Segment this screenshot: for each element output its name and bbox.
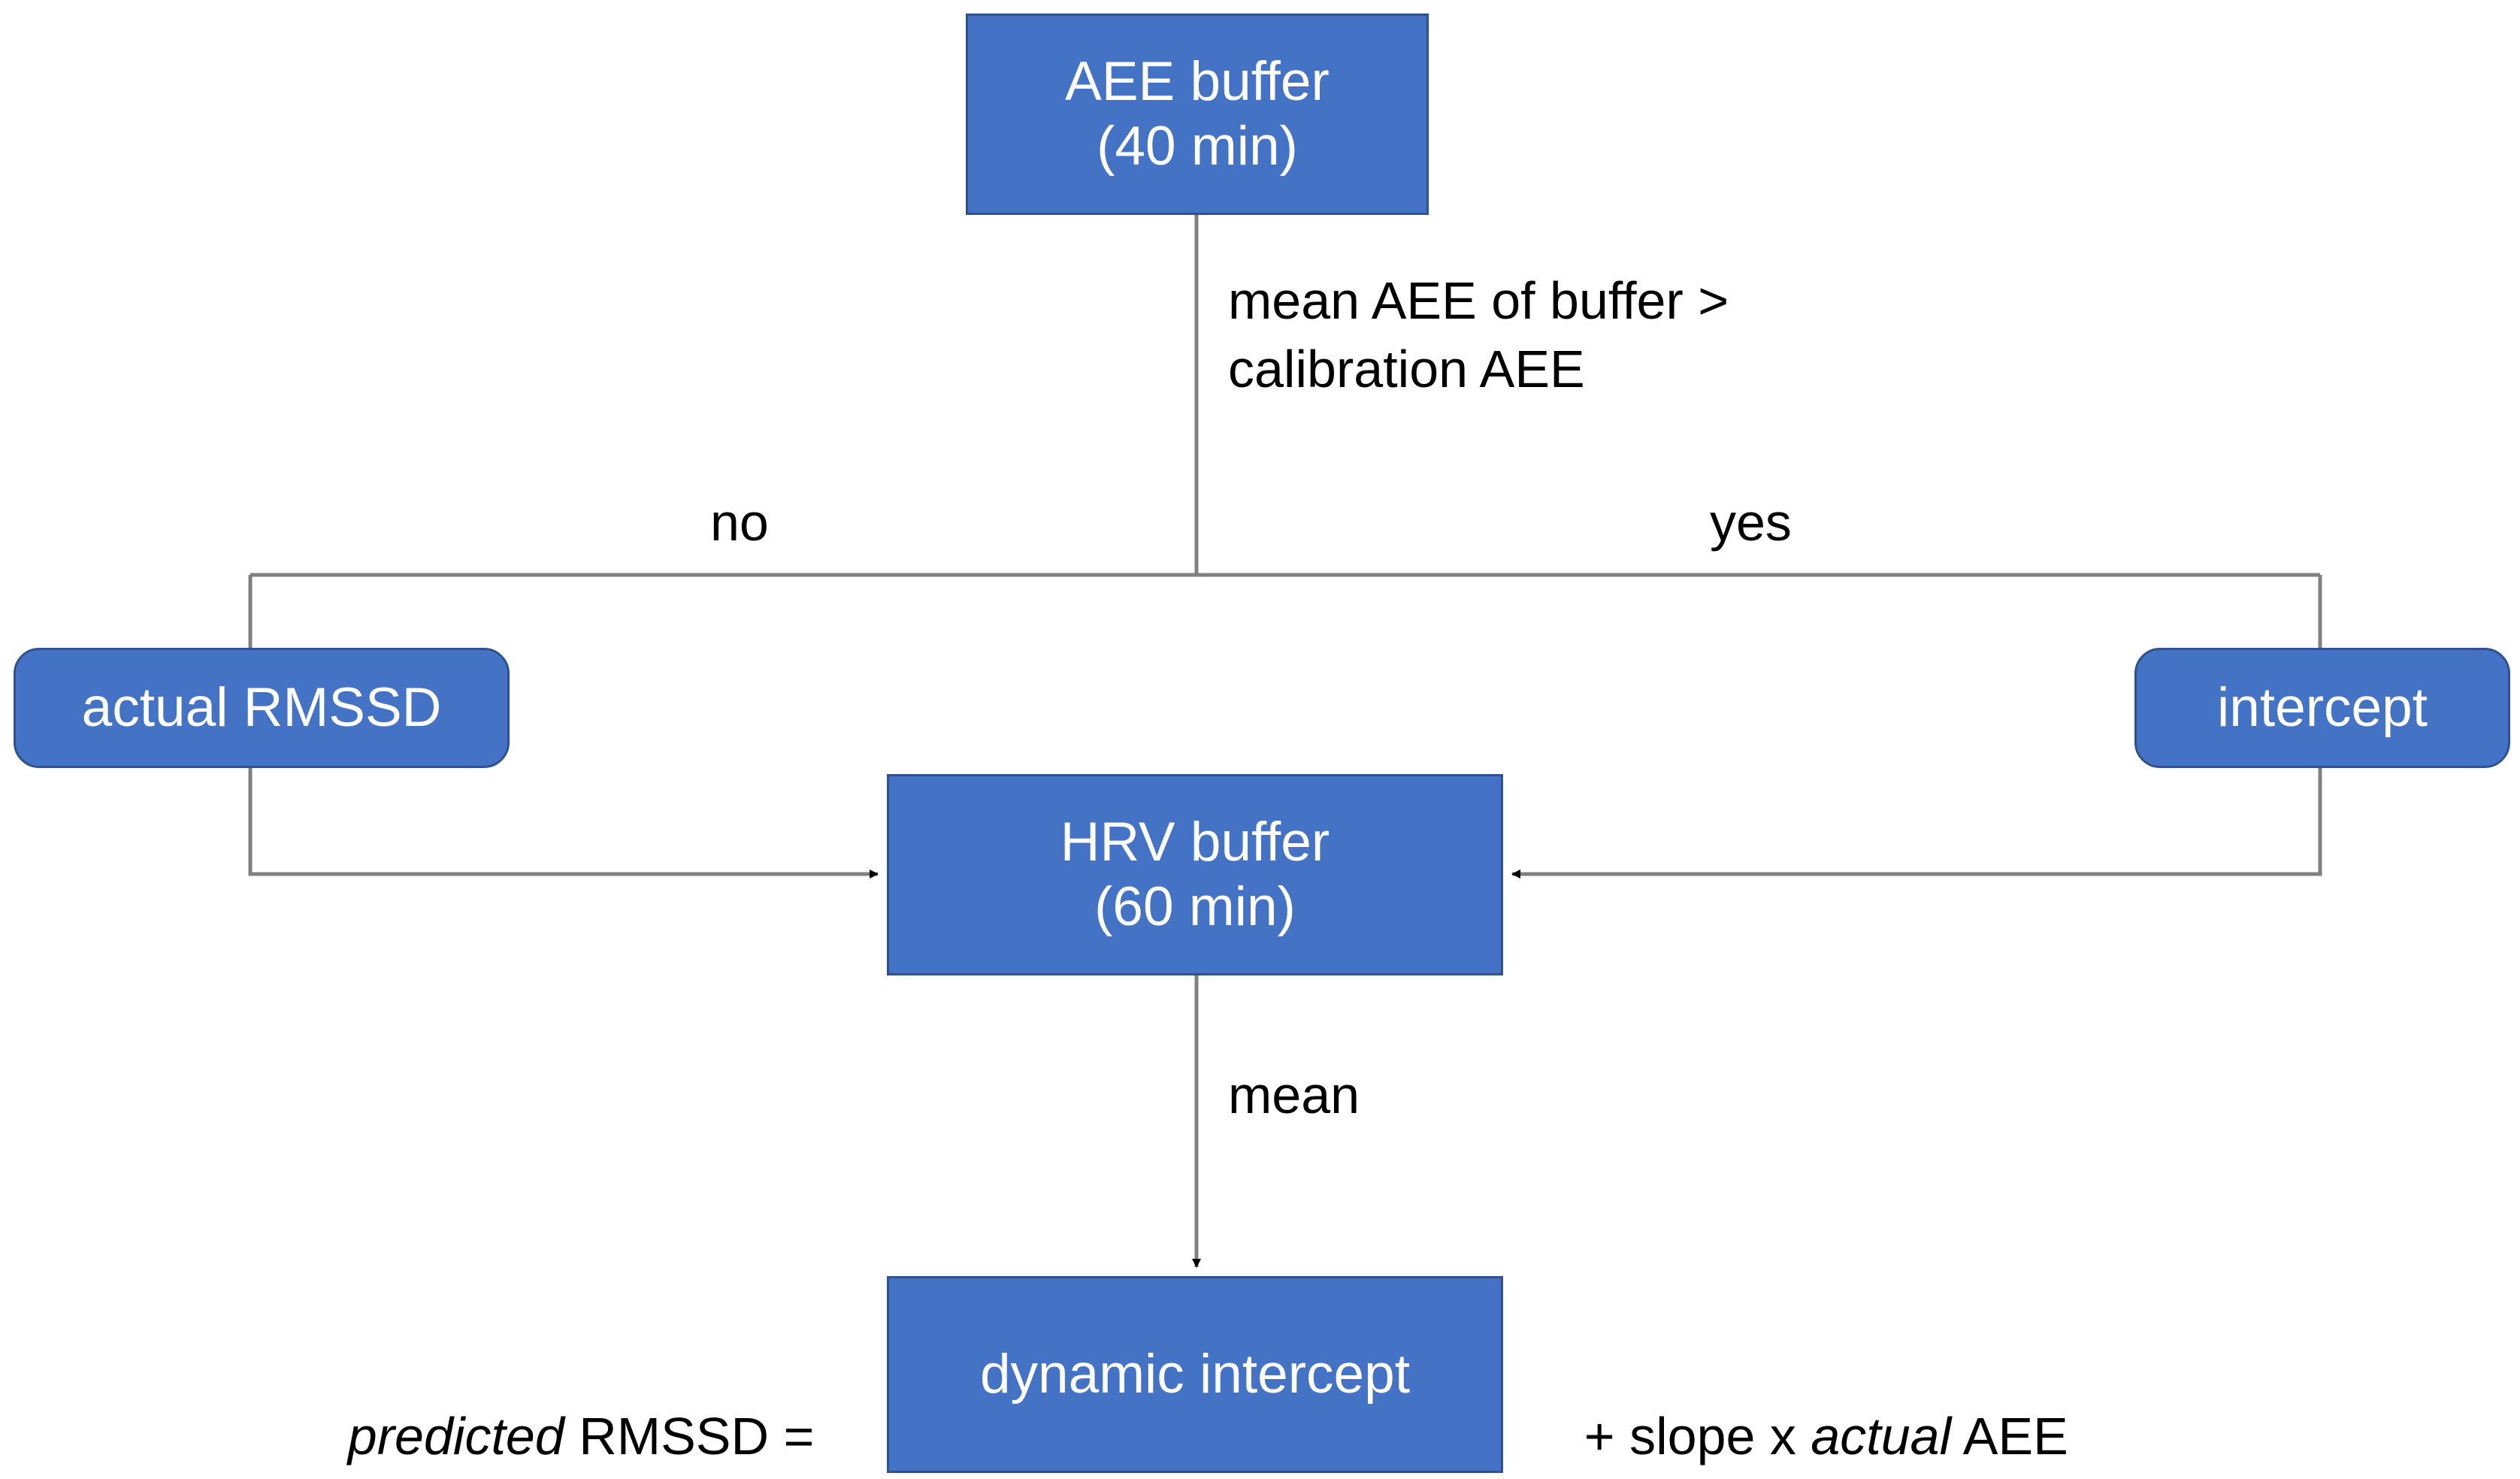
edge-label-mean: mean	[1228, 1066, 1360, 1124]
node-aee-buffer-line1: AEE buffer	[1065, 50, 1330, 112]
edge-label-yes: yes	[1710, 493, 1792, 552]
edge-label-no: no	[710, 493, 769, 552]
node-actual-rmssd-label: actual RMSSD	[81, 676, 442, 738]
node-intercept[interactable]: intercept	[2134, 648, 2510, 768]
node-intercept-label: intercept	[2217, 676, 2428, 738]
node-aee-buffer[interactable]: AEE buffer (40 min)	[966, 14, 1429, 215]
formula-left-text: predicted RMSSD =	[289, 1334, 815, 1479]
node-hrv-buffer[interactable]: HRV buffer (60 min)	[887, 774, 1503, 975]
node-actual-rmssd[interactable]: actual RMSSD	[14, 648, 510, 768]
formula-right-text: + slope x actual AEE	[1526, 1334, 2068, 1479]
formula-actual-word: actual	[1811, 1407, 1952, 1465]
node-dynamic-intercept[interactable]: dynamic intercept	[887, 1276, 1503, 1473]
formula-rmssd-equals: RMSSD =	[564, 1407, 815, 1465]
edge-label-condition: mean AEE of buffer > calibration AEE	[1228, 271, 1729, 398]
node-aee-buffer-line2: (40 min)	[1097, 116, 1298, 177]
formula-aee-word: AEE	[1951, 1407, 2068, 1465]
formula-predicted-word: predicted	[347, 1407, 564, 1465]
formula-plus-slope-x: + slope x	[1584, 1407, 1811, 1465]
node-hrv-buffer-line1: HRV buffer	[1060, 811, 1330, 873]
node-hrv-buffer-line2: (60 min)	[1094, 876, 1296, 937]
node-dynamic-intercept-label: dynamic intercept	[979, 1343, 1411, 1405]
